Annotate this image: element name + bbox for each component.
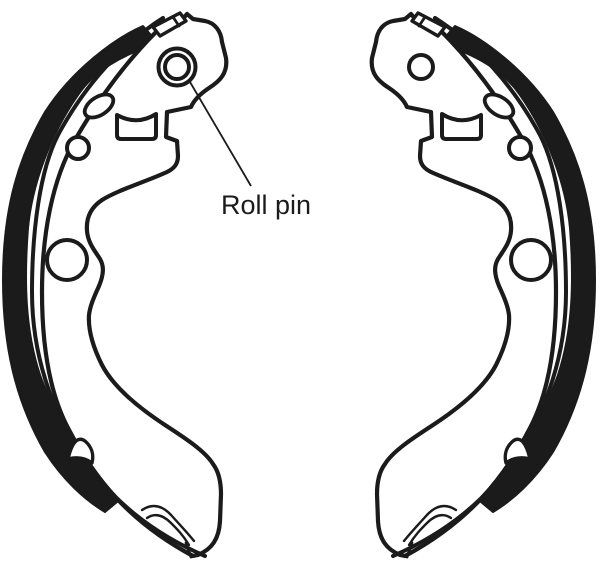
roll-pin-leader-line [189, 81, 252, 187]
left-brake-shoe [3, 13, 226, 557]
roll-pin [156, 46, 198, 88]
right-brake-shoe [372, 13, 595, 557]
roll-pin-label: Roll pin [221, 190, 311, 220]
